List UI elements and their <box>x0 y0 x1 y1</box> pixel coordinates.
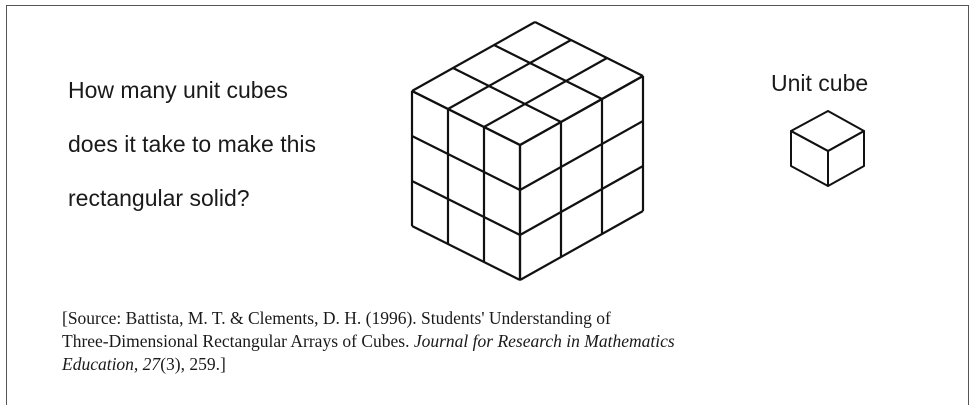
citation-title-tail: Three-Dimensional Rectangular Arrays of … <box>62 331 414 351</box>
citation-journal-2: Education, 27 <box>62 354 161 374</box>
side-face-line <box>519 210 644 281</box>
source-citation: [Source: Battista, M. T. & Clements, D. … <box>62 307 942 376</box>
citation-journal-1: Journal for Research in Mathematics <box>413 331 675 351</box>
top-face-line <box>483 57 608 128</box>
side-face-line <box>519 75 644 146</box>
question-line-2: does it take to make this <box>68 131 317 157</box>
question-line-3: rectangular solid? <box>68 185 250 211</box>
unit-cube-icon <box>790 110 865 187</box>
top-face-line <box>452 67 562 123</box>
citation-line-3: Education, 27(3), 259.] <box>62 353 942 376</box>
unit-cube-label: Unit cube <box>771 70 869 96</box>
front-face-line <box>411 180 521 236</box>
top-face-line <box>411 21 536 92</box>
top-face-line <box>493 44 603 100</box>
front-face-line <box>411 225 521 281</box>
side-face-line <box>519 120 644 191</box>
question-line-1: How many unit cubes <box>68 77 288 103</box>
front-face-line <box>411 135 521 191</box>
rectangular-solid <box>410 21 645 281</box>
citation-pages: (3), 259.] <box>160 354 226 374</box>
top-face-line <box>534 21 644 77</box>
citation-line-1: [Source: Battista, M. T. & Clements, D. … <box>62 308 611 328</box>
citation-line-2: Three-Dimensional Rectangular Arrays of … <box>62 330 942 353</box>
top-face-line <box>447 39 572 110</box>
side-face-line <box>519 165 644 236</box>
question-text: How many unit cubes does it take to make… <box>68 74 398 236</box>
top-face-line <box>411 90 521 146</box>
figure-frame <box>6 5 969 405</box>
